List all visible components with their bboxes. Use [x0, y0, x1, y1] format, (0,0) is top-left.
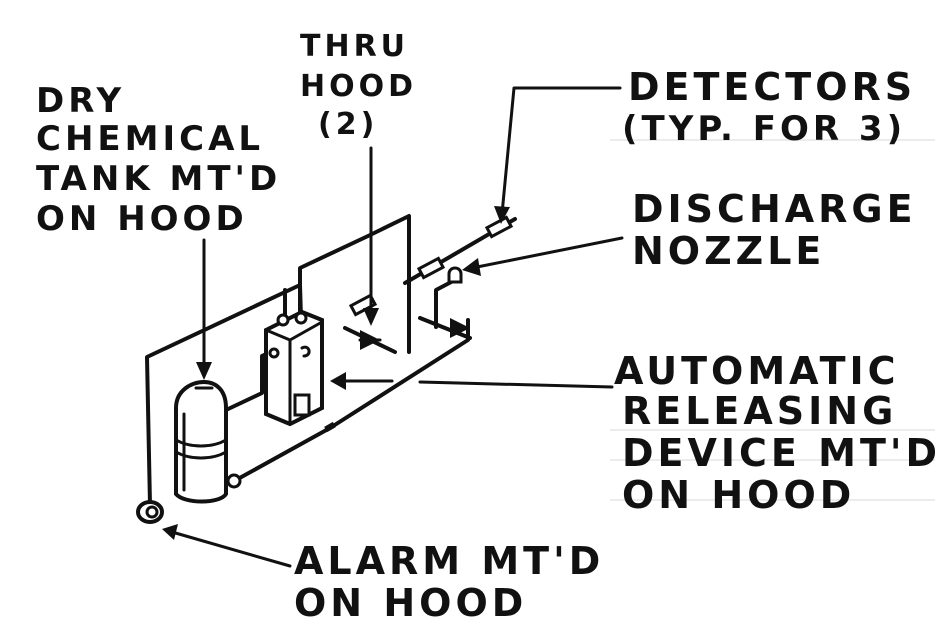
- label-discharge-nozzle: DISCHARGE NOZZLE: [632, 187, 917, 273]
- discharge-pipe-nozzle: [418, 316, 472, 340]
- svg-text:TANK MT'D: TANK MT'D: [36, 159, 281, 199]
- svg-text:RELEASING: RELEASING: [622, 389, 897, 433]
- nozzle-leader-arrow: [470, 236, 624, 270]
- label-thru-hood: THRU HOOD (2): [300, 29, 417, 142]
- thru-hood-fitting-1: [358, 330, 382, 350]
- svg-text:ON HOOD: ON HOOD: [294, 581, 527, 625]
- lettering-guides: [610, 139, 935, 501]
- tank-outlet-fitting: [226, 473, 242, 489]
- svg-text:HOOD: HOOD: [300, 69, 417, 104]
- svg-text:DEVICE MT'D: DEVICE MT'D: [622, 431, 941, 475]
- svg-text:AUTOMATIC: AUTOMATIC: [614, 349, 900, 393]
- pipe-fitting-lower: [324, 421, 336, 433]
- automatic-releasing-device: [264, 309, 324, 427]
- svg-text:(TYP. FOR 3): (TYP. FOR 3): [622, 109, 906, 149]
- alarm-leader-arrow: [170, 530, 292, 568]
- hood-edge-line: [418, 380, 614, 389]
- label-alarm: ALARM MT'D ON HOOD: [294, 539, 604, 625]
- svg-text:DISCHARGE: DISCHARGE: [632, 187, 917, 231]
- piping-network: [145, 214, 614, 507]
- svg-text:ON HOOD: ON HOOD: [622, 473, 855, 517]
- svg-text:ALARM MT'D: ALARM MT'D: [294, 539, 604, 583]
- label-dry-chemical-tank: DRY CHEMICAL TANK MT'D ON HOOD: [36, 81, 281, 239]
- svg-text:ON HOOD: ON HOOD: [36, 199, 248, 239]
- svg-text:NOZZLE: NOZZLE: [632, 229, 825, 273]
- svg-text:DETECTORS: DETECTORS: [628, 65, 916, 109]
- discharge-nozzle: [447, 266, 463, 284]
- svg-text:CHEMICAL: CHEMICAL: [36, 119, 264, 159]
- discharge-pipe-lower: [234, 318, 470, 482]
- detector-1: [484, 215, 514, 239]
- detectors-leader-arrow: [500, 86, 622, 216]
- detector-2: [416, 256, 446, 280]
- detector-wire-upper: [298, 214, 411, 354]
- label-automatic-releasing-device: AUTOMATIC RELEASING DEVICE MT'D ON HOOD: [614, 349, 941, 517]
- leader-arrows: [162, 86, 624, 568]
- label-detectors: DETECTORS (TYP. FOR 3): [622, 65, 916, 149]
- svg-text:DRY: DRY: [36, 81, 125, 121]
- svg-text:THRU: THRU: [300, 29, 409, 64]
- dry-chemical-tank: [174, 379, 228, 504]
- alarm-bell: [136, 500, 164, 524]
- thru-hood-fitting-2: [450, 318, 470, 338]
- svg-text:(2): (2): [318, 107, 378, 142]
